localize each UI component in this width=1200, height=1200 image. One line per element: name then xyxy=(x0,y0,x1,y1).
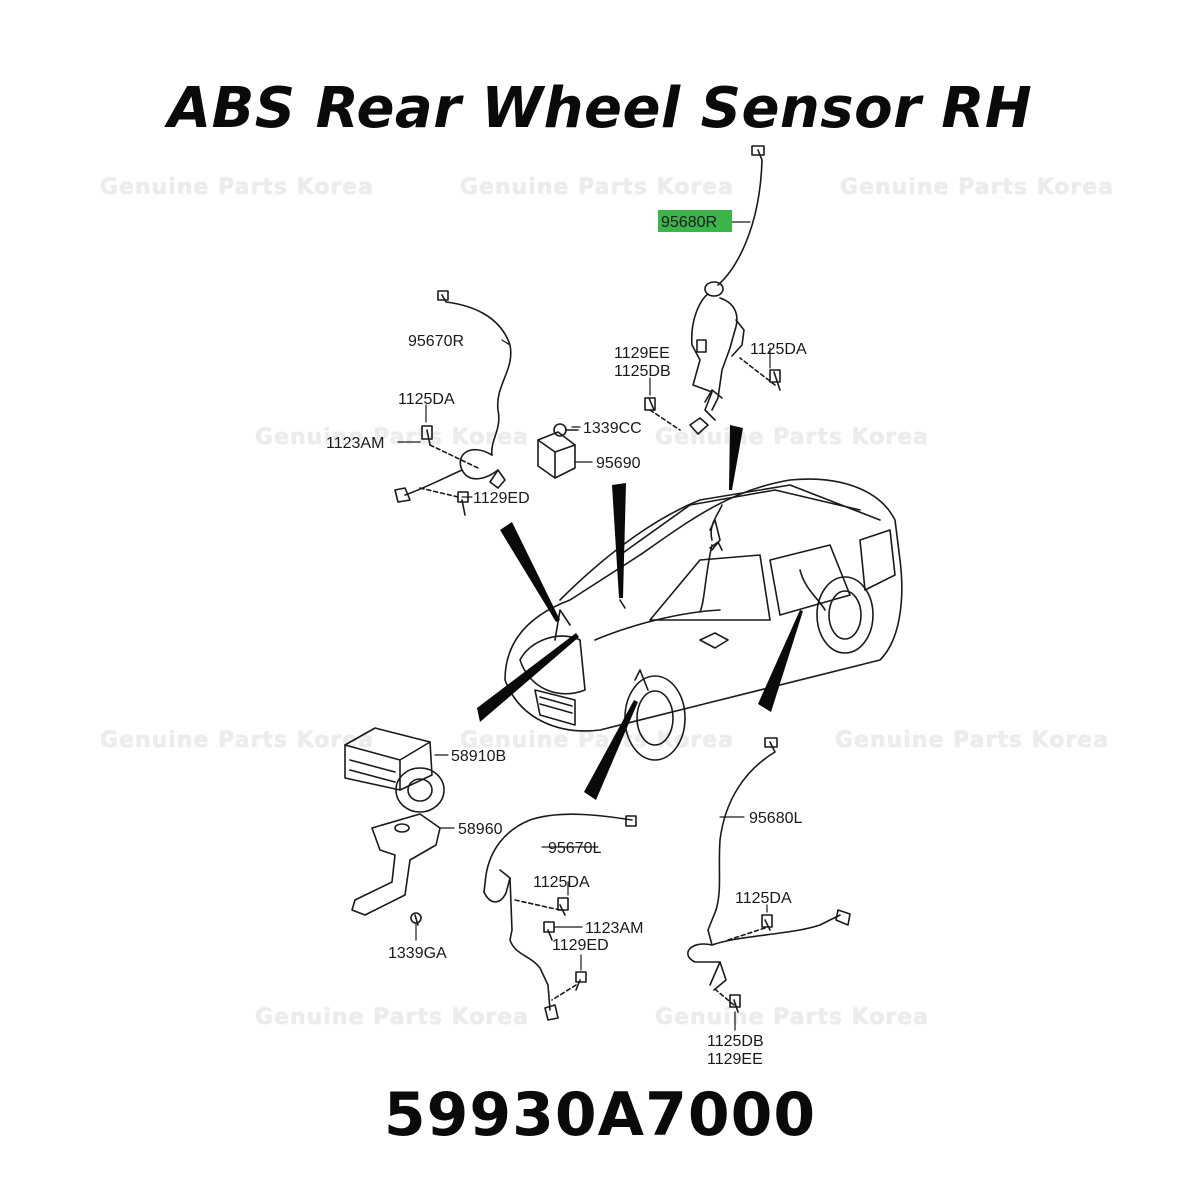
watermark: Genuine Parts Korea xyxy=(100,728,374,753)
callout-1125da: 1125DA xyxy=(398,391,455,408)
callout-1125da: 1125DA xyxy=(750,341,807,358)
watermark: Genuine Parts Korea xyxy=(255,1005,529,1030)
callout-1339cc: 1339CC xyxy=(583,420,642,437)
watermark: Genuine Parts Korea xyxy=(460,175,734,200)
part-number: 59930A7000 xyxy=(383,1080,817,1150)
callout-95670r: 95670R xyxy=(408,333,464,350)
bracket-drawing xyxy=(351,813,441,926)
watermark: Genuine Parts Korea xyxy=(835,728,1109,753)
watermark: Genuine Parts Korea xyxy=(460,728,734,753)
front-lh-sensor-drawing xyxy=(483,813,637,1021)
rear-rh-sensor-drawing xyxy=(644,145,781,551)
callout-1129ee: 1129EE xyxy=(614,345,670,362)
callout-95670l: 95670L xyxy=(548,840,601,857)
callout-1123am: 1123AM xyxy=(326,435,384,452)
callout-1129ed: 1129ED xyxy=(552,937,609,954)
diagram-title: ABS Rear Wheel Sensor RH xyxy=(167,76,1033,141)
front-rh-sensor-drawing xyxy=(394,290,512,516)
watermark: Genuine Parts Korea xyxy=(655,1005,929,1030)
callout-1125da: 1125DA xyxy=(533,874,590,891)
hecu-drawing xyxy=(344,727,445,813)
callout-1125db: 1125DB xyxy=(614,363,671,380)
rear-lh-sensor-drawing xyxy=(687,737,851,1013)
callout-58960: 58960 xyxy=(458,821,503,838)
leader-lines xyxy=(397,221,771,1031)
callout-1125db: 1125DB xyxy=(707,1033,764,1050)
watermark: Genuine Parts Korea xyxy=(840,175,1114,200)
watermark: Genuine Parts Korea xyxy=(655,425,929,450)
highlight-box xyxy=(658,210,732,232)
callout-95680l: 95680L xyxy=(749,810,802,827)
callout-1339ga: 1339GA xyxy=(388,945,447,962)
callout-1123am: 1123AM xyxy=(585,920,643,937)
callout-1129ed: 1129ED xyxy=(473,490,530,507)
callout-1125da: 1125DA xyxy=(735,890,792,907)
callout-95680r: 95680R xyxy=(661,214,717,231)
watermark: Genuine Parts Korea xyxy=(100,175,374,200)
callout-58910b: 58910B xyxy=(451,748,506,765)
pointer-wedges xyxy=(477,425,803,800)
watermark: Genuine Parts Korea xyxy=(255,425,529,450)
yaw-sensor-drawing xyxy=(537,423,579,479)
car-illustration xyxy=(504,478,903,761)
callout-95690: 95690 xyxy=(596,455,641,472)
callout-1129ee: 1129EE xyxy=(707,1051,763,1068)
